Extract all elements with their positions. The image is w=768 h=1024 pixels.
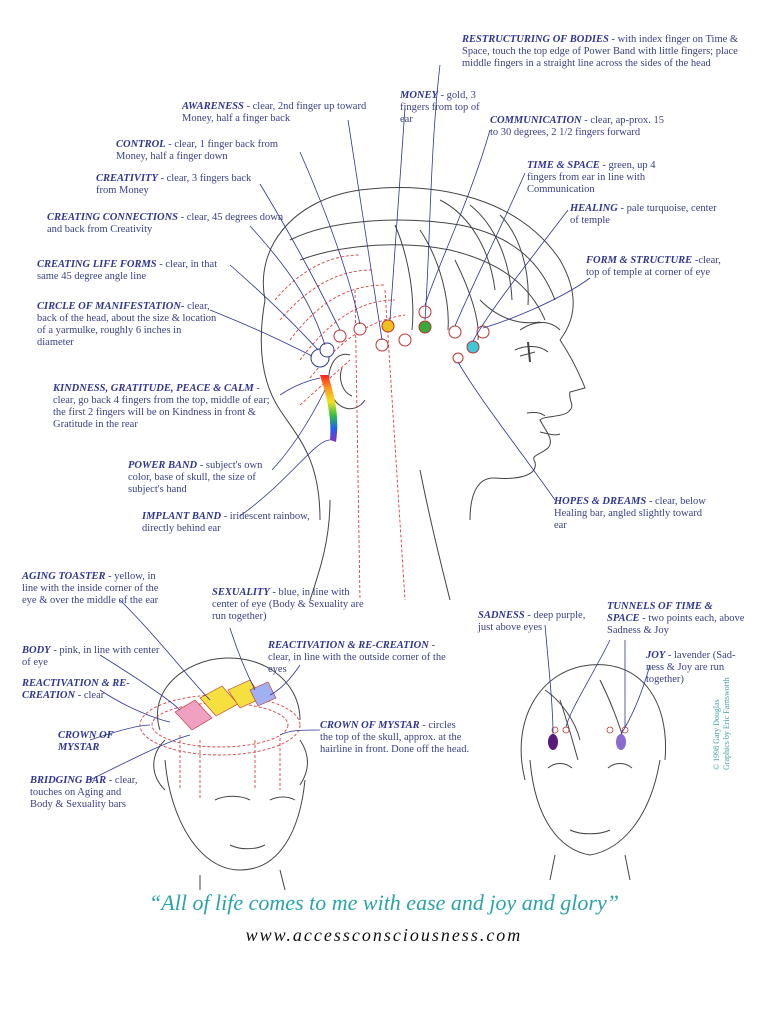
callout-lines-bl [89,599,321,781]
label-kindness: KINDNESS, GRATITUDE, PEACE & CALM - clea… [53,383,270,430]
website-url[interactable]: www.accessconsciousness.com [245,925,523,945]
label-creating-connections: CREATING CONNECTIONS - clear, 45 degrees… [47,212,284,235]
label-creating-life-forms: CREATING LIFE FORMS - clear, in that sam… [37,259,218,282]
red-guide-lines [274,254,406,601]
label-sexuality: SEXUALITY - blue, in line with center of… [212,587,364,622]
label-crown-mystar-1: CROWN OF MYSTAR [58,730,114,753]
label-implant-band: IMPLANT BAND - iridescent rainbow, direc… [142,511,310,534]
money-point [381,319,395,333]
callout-lines-br [544,624,651,735]
bottom-left-head [153,657,308,891]
label-creativity: CREATIVITY - clear, 3 fingers back from … [96,173,252,196]
label-money: MONEY - gold, 3 fingers from top of ear [400,90,480,125]
label-crown-mystar-2: CROWN OF MYSTAR - circles the top of the… [320,720,470,755]
label-restructuring: RESTRUCTURING OF BODIES - with index fin… [462,34,739,69]
implant-band-rainbow [320,375,338,442]
bottom-right-head [520,664,667,881]
label-bridging-bar: BRIDGING BAR - clear, touches on Aging a… [30,775,138,810]
label-healing: HEALING - pale turquoise, center of temp… [570,203,717,226]
time-space-point [418,320,432,334]
label-sadness: SADNESS - deep purple, just above eyes [478,610,586,633]
callout-lines-main [209,64,591,517]
label-circle-manifestation: CIRCLE OF MANIFESTATION- clear, back of … [37,301,217,348]
label-form-structure: FORM & STRUCTURE -clear, top of temple a… [586,255,721,278]
tunnel-points [551,726,629,734]
label-reactivation-1: REACTIVATION & RE-CREATION - clear, in l… [268,640,446,675]
label-hopes-dreams: HOPES & DREAMS - clear, below Healing ba… [554,496,706,531]
sadness-point [548,734,558,750]
label-reactivation-2: REACTIVATION & RE-CREATION - clear [22,678,130,701]
quote-text: “All of life comes to me with ease and j… [149,890,619,915]
healing-point [466,340,480,354]
label-control: CONTROL - clear, 1 finger back from Mone… [116,139,278,162]
main-head-points [310,305,490,368]
label-tunnels: TUNNELS OF TIME & SPACE - two points eac… [607,601,745,636]
label-awareness: AWARENESS - clear, 2nd finger up toward … [182,101,367,124]
label-time-space: TIME & SPACE - green, up 4 fingers from … [527,160,656,195]
label-power-band: POWER BAND - subject's own color, base o… [128,460,263,495]
bl-bars [174,679,277,731]
label-communication: COMMUNICATION - clear, ap-prox. 15 to 30… [490,115,664,138]
label-body: BODY - pink, in line with center of eye [22,645,160,668]
joy-point [616,734,626,750]
main-head-profile [260,187,586,601]
label-aging-toaster: AGING TOASTER - yellow, in line with the… [22,571,159,606]
label-joy: JOY - lavender (Sad-ness & Joy are run t… [646,650,736,685]
